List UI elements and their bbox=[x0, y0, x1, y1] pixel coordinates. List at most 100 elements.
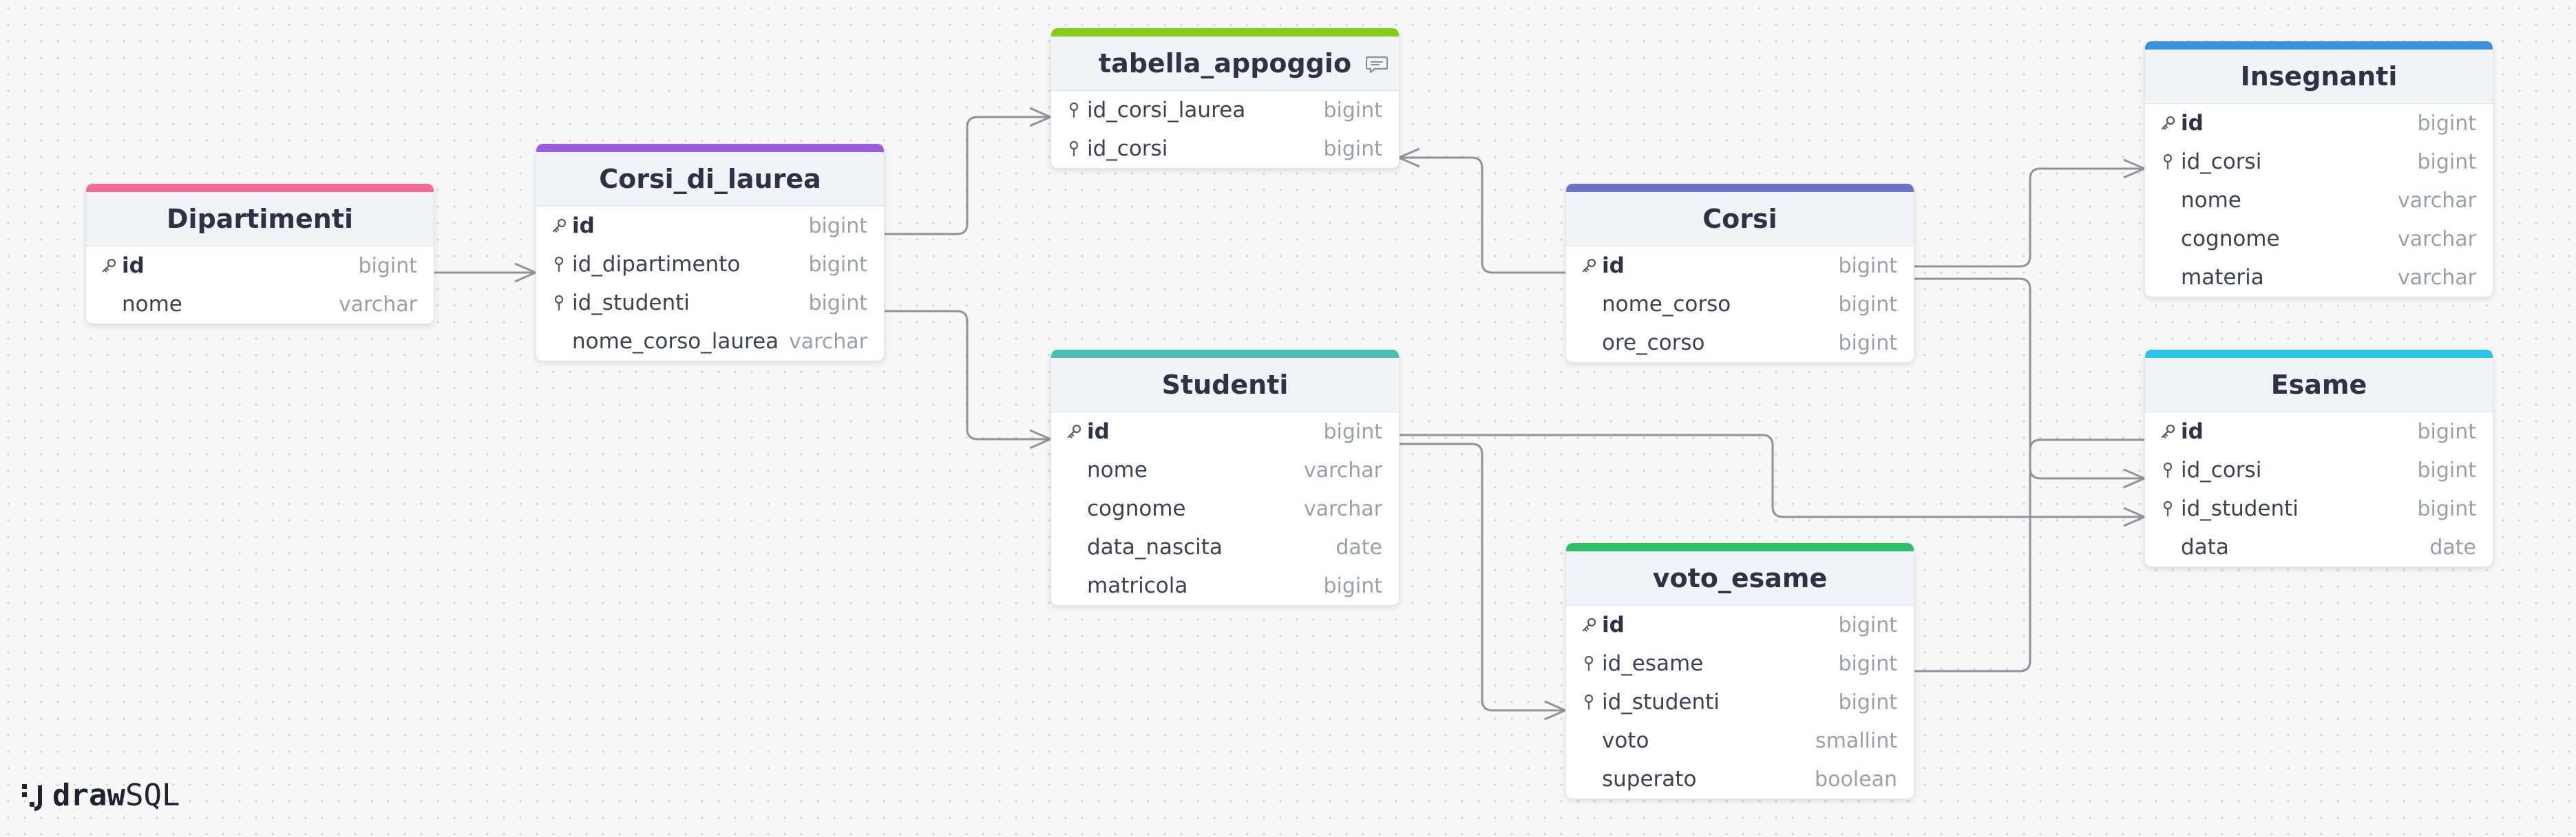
table-title: Insegnanti bbox=[2240, 61, 2398, 92]
column-name: cognome bbox=[1087, 496, 1186, 521]
table-header[interactable]: Insegnanti bbox=[2145, 50, 2493, 104]
column-name: materia bbox=[2181, 265, 2264, 290]
link-corsi-insegnanti[interactable] bbox=[1914, 167, 2144, 268]
no-icon bbox=[1064, 498, 1084, 519]
column-name: ore_corso bbox=[1602, 330, 1705, 355]
table-header[interactable]: tabella_appoggio bbox=[1051, 36, 1399, 91]
column-type: varchar bbox=[2397, 265, 2476, 290]
link-voto-esame-esame[interactable] bbox=[1914, 438, 2144, 672]
table-header[interactable]: Dipartimenti bbox=[86, 192, 434, 246]
column-type: date bbox=[1335, 535, 1382, 560]
no-icon bbox=[1064, 460, 1084, 480]
table-header[interactable]: Esame bbox=[2145, 358, 2493, 412]
column-type: bigint bbox=[2417, 111, 2476, 136]
column-type: bigint bbox=[2417, 458, 2476, 483]
drawsql-logo[interactable]: drawSQL bbox=[21, 778, 180, 813]
column-type: bigint bbox=[1838, 651, 1897, 676]
column-name: matricola bbox=[1087, 573, 1188, 598]
link-corsi-tabella-appoggio[interactable] bbox=[1399, 156, 1565, 274]
link-studenti-esame[interactable] bbox=[1399, 434, 2144, 518]
table-title: tabella_appoggio bbox=[1098, 48, 1352, 78]
comment-icon[interactable] bbox=[1364, 54, 1389, 75]
column-type: bigint bbox=[1323, 573, 1382, 598]
link-corsi-esame[interactable] bbox=[1914, 277, 2144, 480]
column-name: id bbox=[1087, 419, 1110, 444]
link-corsi-di-laurea-studenti[interactable] bbox=[884, 310, 1051, 441]
no-icon bbox=[1579, 730, 1599, 751]
column-name: id_corsi_laurea bbox=[1087, 98, 1246, 123]
no-icon bbox=[1579, 769, 1599, 790]
column-type: bigint bbox=[1323, 98, 1382, 123]
link-corsi-di-laurea-tabella-appoggio[interactable] bbox=[884, 116, 1051, 235]
no-icon bbox=[98, 294, 119, 315]
foreign-key-icon bbox=[1069, 102, 1079, 118]
table-header[interactable]: Corsi_di_laurea bbox=[536, 152, 884, 206]
table-color-bar bbox=[536, 144, 884, 152]
column-row-matricola[interactable]: matricola bigint bbox=[1051, 566, 1399, 605]
foreign-key-icon bbox=[2163, 462, 2173, 478]
column-name: id_esame bbox=[1602, 651, 1704, 676]
table-color-bar bbox=[1566, 184, 1914, 192]
column-row-materia[interactable]: materia varchar bbox=[2145, 258, 2493, 297]
column-type: bigint bbox=[808, 213, 867, 238]
crowfoot-marker bbox=[2123, 507, 2145, 527]
crowfoot-marker bbox=[1544, 700, 1566, 721]
no-icon bbox=[2157, 190, 2178, 211]
table-header[interactable]: Studenti bbox=[1051, 358, 1399, 412]
table-header[interactable]: Corsi bbox=[1566, 192, 1914, 246]
column-name: id bbox=[2181, 419, 2204, 444]
link-studenti-voto-esame[interactable] bbox=[1399, 443, 1565, 712]
column-row-id[interactable]: id bigint bbox=[2145, 104, 2493, 142]
column-name: id_studenti bbox=[1602, 690, 1720, 714]
table-title: Dipartimenti bbox=[167, 204, 353, 234]
key-icon bbox=[1067, 424, 1081, 438]
crowfoot-marker bbox=[1029, 429, 1051, 449]
table-header[interactable]: voto_esame bbox=[1566, 551, 1914, 606]
column-row-id-corsi-laurea[interactable]: id_corsi_laurea bigint bbox=[1051, 91, 1399, 129]
foreign-key-icon bbox=[554, 295, 564, 311]
foreign-key-icon bbox=[1584, 694, 1594, 710]
no-icon bbox=[2157, 229, 2178, 249]
column-name: id bbox=[2181, 111, 2204, 136]
column-name: id bbox=[1602, 253, 1625, 278]
crowfoot-marker bbox=[1029, 107, 1051, 127]
column-row-id-esame[interactable]: id_esame bigint bbox=[1566, 644, 1914, 683]
column-name: id bbox=[1602, 613, 1625, 637]
table-color-bar bbox=[86, 184, 434, 192]
no-icon bbox=[549, 331, 569, 352]
table-title: Corsi_di_laurea bbox=[599, 164, 821, 194]
